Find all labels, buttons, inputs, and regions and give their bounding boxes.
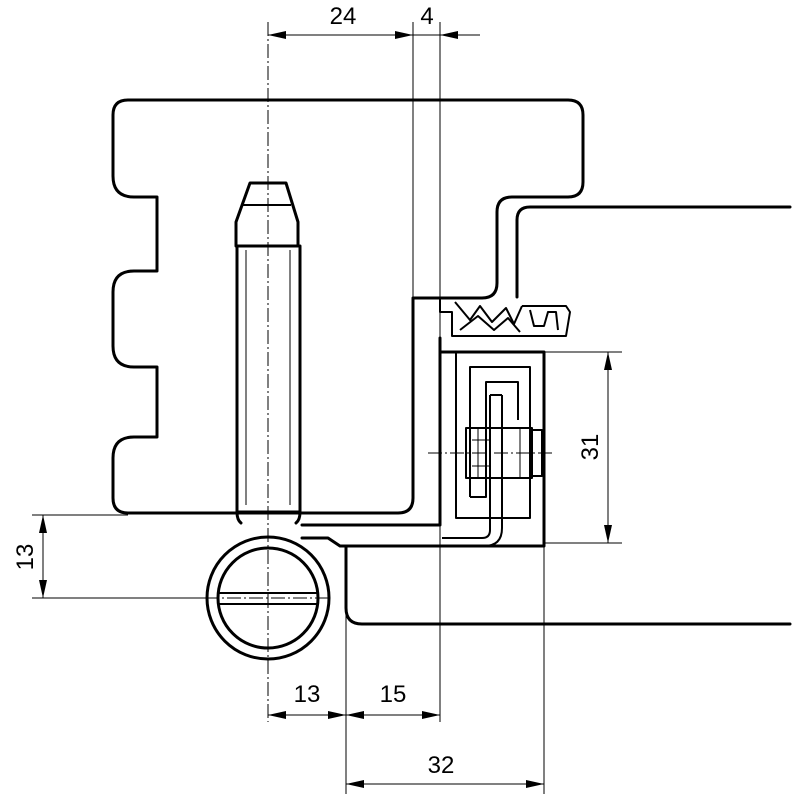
dimension-bottom-total [346, 780, 544, 788]
door-sash-bottom [344, 544, 792, 626]
dimension-label-bottom-middle: 15 [380, 681, 407, 708]
dimension-right-height [604, 352, 612, 543]
dimension-label-top-width: 24 [330, 3, 357, 30]
dimension-bottom-left [268, 711, 346, 719]
door-sash-profile [515, 205, 792, 299]
dimension-bottom-middle [346, 711, 440, 719]
dimension-label-bottom-total: 32 [428, 752, 455, 779]
gasket-seal [439, 298, 571, 337]
dimension-label-left-height: 13 [12, 544, 39, 571]
hinge-housing [300, 336, 546, 548]
adjustment-screw [428, 427, 552, 479]
dimension-top-width [268, 31, 413, 39]
extension-lines [32, 22, 622, 794]
dimension-left-height [39, 515, 47, 598]
dimension-label-right-height: 31 [577, 434, 604, 461]
dimension-label-bottom-left: 13 [294, 681, 321, 708]
dimension-top-gap [413, 31, 480, 39]
dimension-label-top-gap: 4 [420, 3, 433, 30]
frame-profile [111, 98, 585, 515]
